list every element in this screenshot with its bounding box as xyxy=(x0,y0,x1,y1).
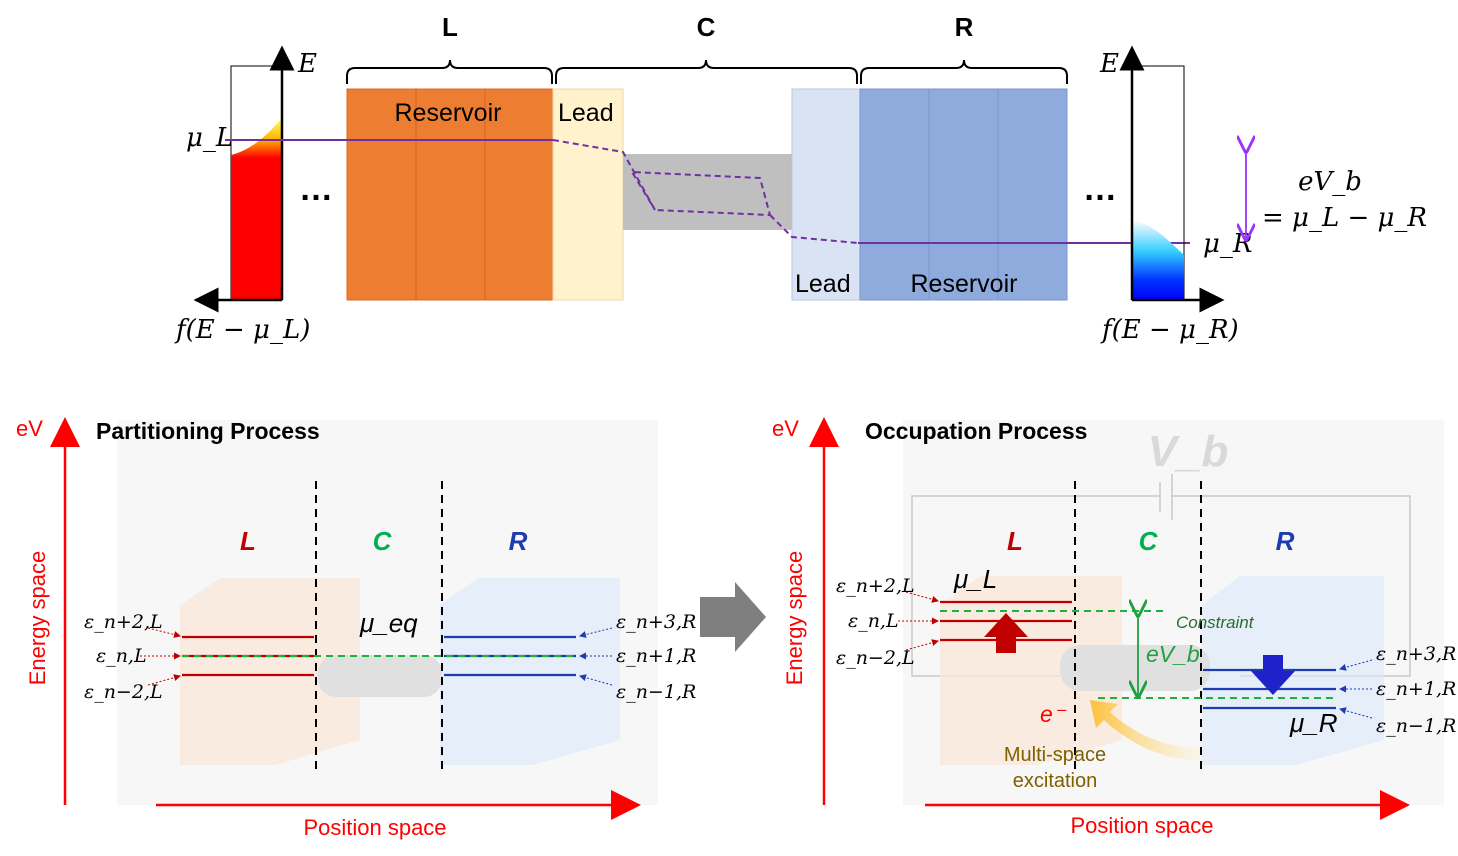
fermi-left-label: f(E − μ_L) xyxy=(174,315,310,345)
brace-L xyxy=(346,59,553,84)
excitation-line2: excitation xyxy=(1013,770,1098,792)
occupation-mu-R: μ_R xyxy=(1289,708,1337,738)
left-reservoir: Reservoir xyxy=(346,88,554,301)
ellipsis-left: … xyxy=(299,170,333,208)
excitation-line1: Multi-space xyxy=(1004,744,1106,766)
partitioning-R: R xyxy=(509,526,528,556)
occupation-level-L-1: ε_n,L xyxy=(848,610,899,632)
left-lead-label: Lead xyxy=(558,99,614,127)
bias-line1: eV_b xyxy=(1298,167,1362,197)
brace-C xyxy=(555,59,858,84)
partitioning-L: L xyxy=(240,526,256,556)
partitioning-level-R-1: ε_n+1,R xyxy=(616,645,696,667)
occupation-energy-label: Energy space xyxy=(782,551,807,686)
mu-R-label: μ_R xyxy=(1203,229,1252,259)
partitioning-level-L-1: ε_n,L xyxy=(96,645,147,667)
left-reservoir-label: Reservoir xyxy=(395,99,502,127)
left-occupation-fill xyxy=(231,118,282,300)
mu-L-label: μ_L xyxy=(186,123,233,153)
right-fermi-distribution: E μ_R f(E − μ_R) xyxy=(1099,45,1252,345)
occupation-mu-L: μ_L xyxy=(953,564,997,594)
left-fermi-distribution: E μ_L f(E − μ_L) xyxy=(174,45,317,345)
brace-R xyxy=(860,59,1068,84)
partitioning-level-R-2: ε_n−1,R xyxy=(616,681,696,703)
occupation-title: Occupation Process xyxy=(865,418,1087,444)
ellipsis-right: … xyxy=(1083,170,1117,208)
right-occupation-fill xyxy=(1132,220,1184,300)
partitioning-level-L-0: ε_n+2,L xyxy=(84,611,163,633)
occupation-level-R-2: ε_n−1,R xyxy=(1376,715,1456,737)
partitioning-position-label: Position space xyxy=(303,815,446,840)
right-reservoir: Reservoir xyxy=(859,88,1068,301)
partitioning-title: Partitioning Process xyxy=(96,418,320,444)
up-shift-arrow xyxy=(984,613,1028,653)
down-shift-arrow xyxy=(1251,655,1295,695)
brace-group xyxy=(346,59,1068,84)
process-arrow xyxy=(700,582,766,652)
partitioning-channel xyxy=(318,655,442,697)
occupation-position-label: Position space xyxy=(1070,813,1213,838)
bias-line2: = μ_L − μ_R xyxy=(1262,203,1427,233)
right-axis-E: E xyxy=(1099,49,1119,79)
occupation-R: R xyxy=(1276,526,1295,556)
partitioning-ev: eV xyxy=(16,416,43,441)
occupation-constraint: Constraint xyxy=(1176,613,1255,632)
occupation-level-L-0: ε_n+2,L xyxy=(836,575,915,597)
top-panel: E μ_L f(E − μ_L) … L C R Reservoir Lead … xyxy=(174,12,1427,345)
brace-L-label: L xyxy=(442,12,458,42)
right-lead xyxy=(791,88,861,301)
occupation-eVb: eV_b xyxy=(1146,641,1200,667)
occupation-level-R-1: ε_n+1,R xyxy=(1376,678,1456,700)
right-reservoir-label: Reservoir xyxy=(911,270,1018,298)
fermi-right-label: f(E − μ_R) xyxy=(1100,315,1239,345)
brace-R-label: R xyxy=(955,12,974,42)
partitioning-R-box xyxy=(440,578,620,765)
occupation-panel: eV Energy space Position space Occupatio… xyxy=(772,416,1456,838)
central-channel xyxy=(623,154,792,230)
occupation-electron: e⁻ xyxy=(1040,701,1067,727)
occupation-ev: eV xyxy=(772,416,799,441)
right-lead-label: Lead xyxy=(795,270,851,298)
occupation-level-L-2: ε_n−2,L xyxy=(836,647,915,669)
left-axis-E: E xyxy=(297,49,317,79)
partitioning-energy-label: Energy space xyxy=(25,551,50,686)
vb-watermark: V_b xyxy=(1148,427,1229,476)
left-lead xyxy=(552,88,624,301)
partitioning-mu-eq: μ_eq xyxy=(359,608,418,638)
partitioning-level-L-2: ε_n−2,L xyxy=(84,681,163,703)
occupation-L-box xyxy=(940,576,1122,765)
partitioning-C: C xyxy=(373,526,393,556)
partitioning-panel: eV Energy space Position space Partition… xyxy=(16,416,696,840)
occupation-C: C xyxy=(1139,526,1159,556)
partitioning-level-R-0: ε_n+3,R xyxy=(616,611,696,633)
brace-C-label: C xyxy=(697,12,716,42)
occupation-L: L xyxy=(1007,526,1023,556)
excitation-arrow xyxy=(1090,700,1200,760)
occupation-level-R-0: ε_n+3,R xyxy=(1376,643,1456,665)
